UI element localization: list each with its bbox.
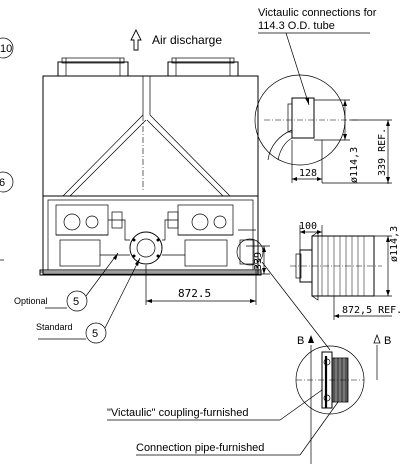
dimension-339-ref <box>322 119 392 184</box>
arrow-up-icon <box>130 28 142 51</box>
base-rail <box>39 269 262 276</box>
callout-10 <box>0 37 14 59</box>
coupling-label: "Victaulic" coupling-furnished <box>107 407 249 419</box>
section-mark-left: B <box>297 335 304 347</box>
cabinet-lower <box>42 195 259 275</box>
dimension-dia-114-3-side-label: ø114,3 <box>389 226 400 262</box>
detail-coupling-section <box>295 345 365 415</box>
arrow-up-icon <box>373 333 381 380</box>
victaulic-title-line1: Victaulic connections for <box>258 7 377 19</box>
dimension-339 <box>246 245 270 275</box>
dimension-872-5-ref <box>333 296 392 320</box>
callout-6 <box>0 171 14 193</box>
cabinet-upper <box>42 75 259 197</box>
optional-label: Optional <box>14 296 48 306</box>
connection-pipe-label: Connection pipe-furnished <box>136 442 264 454</box>
standard-label: Standard <box>36 322 73 332</box>
dimension-dia-114-3-side <box>374 235 392 297</box>
victaulic-title-line2: 114.3 O.D. tube <box>258 20 335 32</box>
dimension-dia-114-3-top-label: ø114,3 <box>349 147 360 183</box>
callout-5-standard <box>38 257 141 344</box>
dimension-dia-114-3-top <box>343 100 347 140</box>
fan-right <box>167 57 239 77</box>
detail-pipe-side <box>290 231 382 301</box>
dimension-100 <box>299 225 323 250</box>
dimension-339-ref-label: 339 REF. <box>377 128 388 176</box>
dimension-128-label: 128 <box>299 168 317 179</box>
dimension-872-5-main <box>145 265 257 305</box>
callout-5-standard-label: 5 <box>92 328 98 340</box>
section-mark-right: B <box>384 335 391 347</box>
callout-5-optional-label: 5 <box>73 296 79 308</box>
dimension-872-5-ref-label: 872,5 REF. <box>342 305 402 316</box>
callout-5-optional <box>45 252 119 312</box>
fan-left <box>57 57 129 77</box>
air-discharge-label: Air discharge <box>152 33 222 47</box>
dimension-872-5-main-label: 872.5 <box>178 287 211 300</box>
dimension-100-label: 100 <box>299 221 317 232</box>
callout-6-label: 6 <box>0 177 5 189</box>
detail-victaulic-top <box>254 74 358 166</box>
callout-10-label: 10 <box>0 43 12 55</box>
dimension-128 <box>291 140 323 183</box>
dimension-339-label: 339 <box>253 252 264 270</box>
